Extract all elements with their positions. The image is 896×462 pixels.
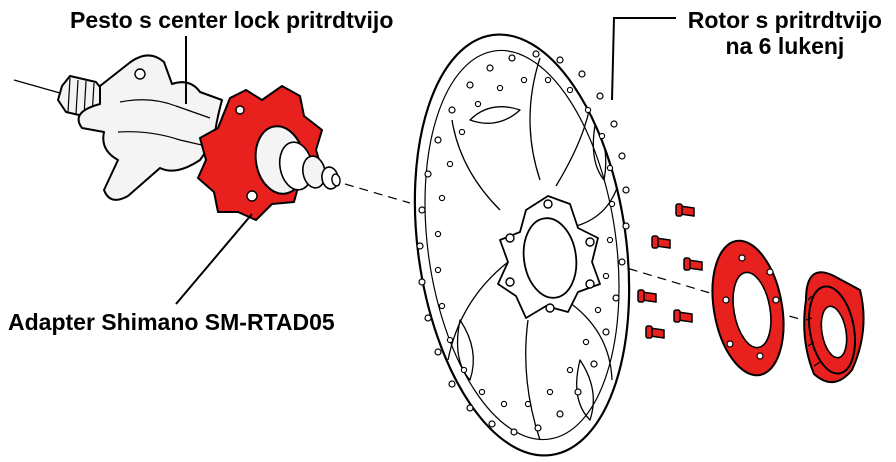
rotor-label-line1: Rotor s pritrdtvijo	[687, 7, 882, 33]
adapter-ring-icon	[711, 239, 785, 377]
rotor-label: Rotor s pritrdtvijo na 6 lukenj	[688, 7, 882, 59]
rotor-leader-line	[611, 17, 676, 101]
adapter-star-icon	[197, 85, 341, 221]
adapter-label: Adapter Shimano SM-RTAD05	[8, 309, 335, 335]
hub-label: Pesto s center lock pritrdtvijo	[70, 7, 394, 33]
rotor-label-line2: na 6 lukenj	[725, 33, 845, 59]
6-bolt-rotor-icon	[413, 33, 631, 457]
lockring-icon	[803, 271, 865, 383]
rotor-bolt-icon	[637, 203, 703, 339]
adapter-leader-line	[175, 213, 253, 305]
leader-lines	[175, 17, 676, 305]
